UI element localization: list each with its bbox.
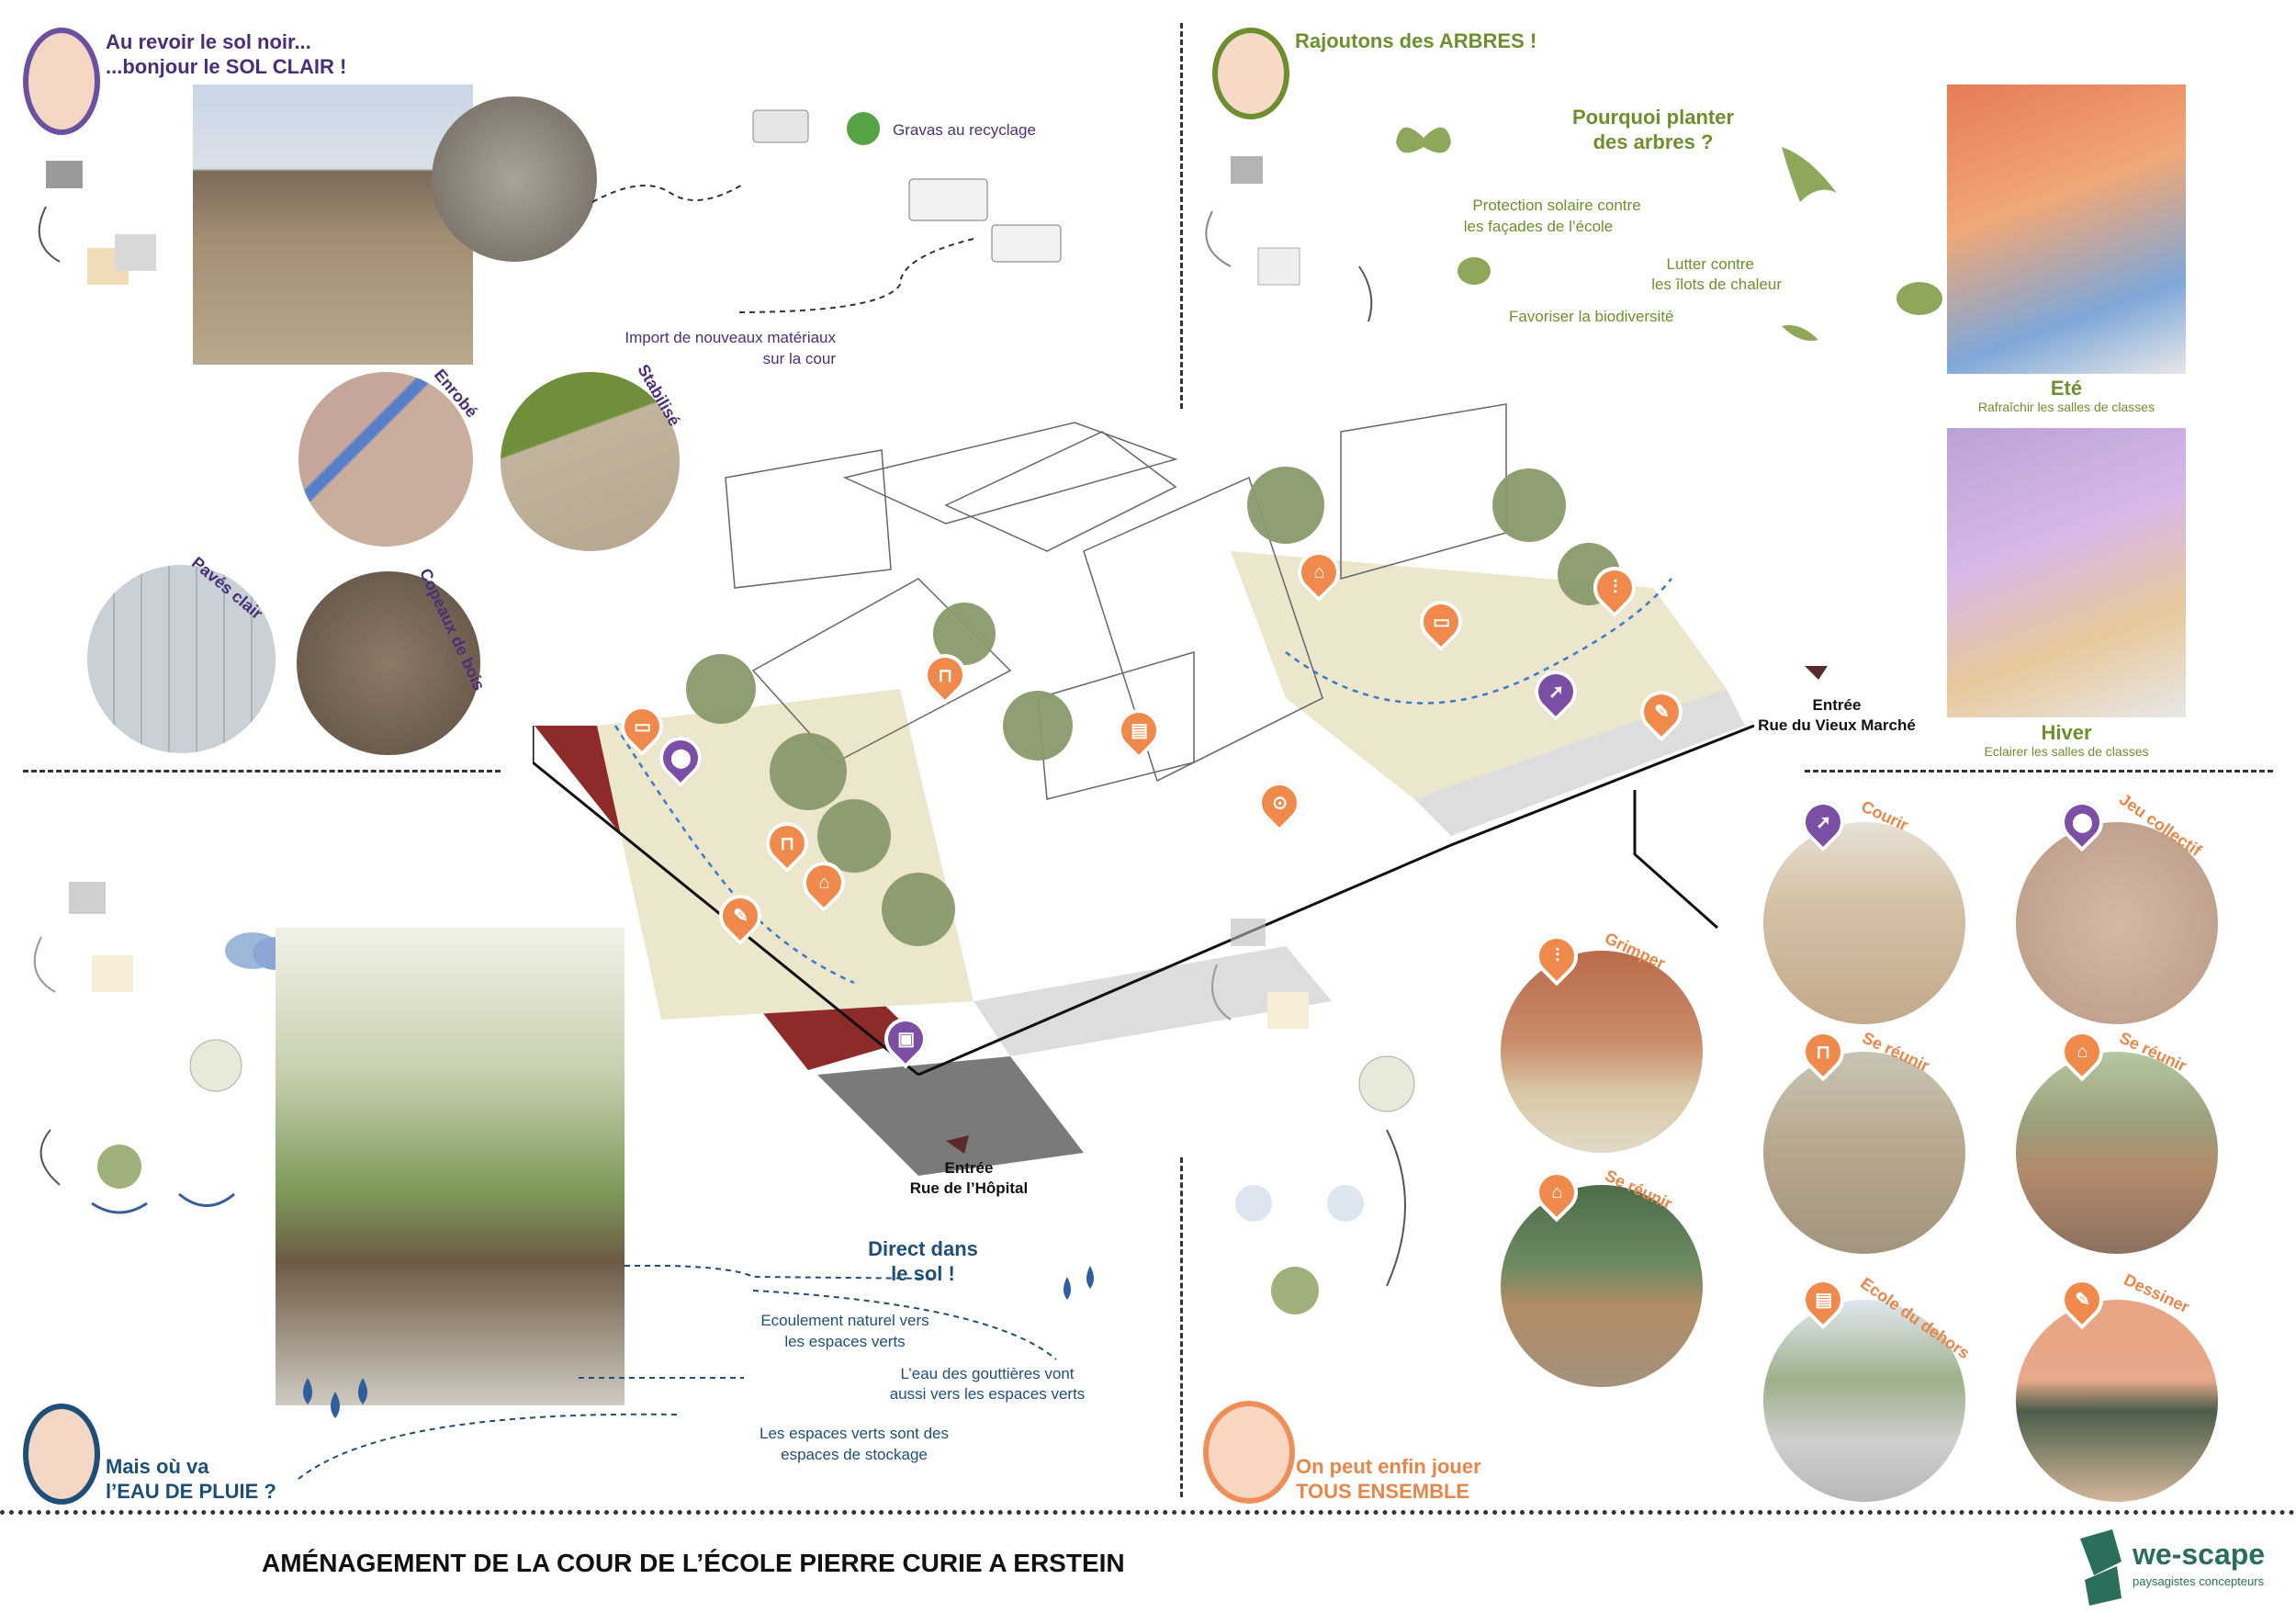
sol-clair-title-1: Au revoir le sol noir... (106, 30, 311, 53)
water-cycle-icons (33, 882, 242, 1214)
we-scape-logo-icon (2080, 1529, 2122, 1606)
summer-subtitle: Rafraîchir les salles de classes (1977, 400, 2155, 414)
material-copeaux (297, 571, 480, 755)
gutter-note-1: L’eau des gouttières vont (900, 1365, 1075, 1382)
activity-photo-ecole-dehors (1763, 1300, 1965, 1502)
direct-sol-2: le sol ! (891, 1262, 955, 1285)
activity-photo-courir (1763, 822, 1965, 1024)
direct-sol-1: Direct dans (868, 1237, 978, 1260)
entry-arrow-icon-2 (946, 1135, 969, 1154)
butterfly-icon (1396, 127, 1451, 153)
activity-photo-reunir-shade (2016, 1052, 2218, 1254)
flow-note-2: les espaces verts (784, 1333, 906, 1350)
storage-note-1: Les espaces verts sont des (759, 1425, 949, 1442)
entry-south-2: Rue de l’Hôpital (909, 1179, 1029, 1197)
demolition-site-photo (193, 85, 473, 365)
divider-left-middle (23, 770, 501, 773)
footer-separator (0, 1510, 2296, 1515)
divider-top-center (1180, 23, 1183, 409)
gutter-note-2: aussi vers les espaces verts (889, 1385, 1086, 1403)
material-paves (87, 565, 276, 753)
storage-note-2: espaces de stockage (781, 1446, 928, 1463)
eau-title-2: l’EAU DE PLUIE ? (106, 1480, 276, 1503)
reason-solar-1: Protection solaire contre (1472, 197, 1641, 214)
reason-solar-2: les façades de l’école (1463, 218, 1614, 235)
play-cycle-icons (1211, 919, 1415, 1314)
winter-diagram (1947, 428, 2186, 717)
rain-garden-section (276, 928, 625, 1405)
rubble-photo (432, 96, 597, 262)
reason-heat-2: les îlots de chaleur (1651, 276, 1782, 293)
rain-drops-left (303, 1378, 367, 1418)
why-trees-1: Pourquoi planter (1572, 106, 1734, 129)
rain-drop-icon-2 (1086, 1266, 1094, 1289)
activity-photo-jeu-collectif (2016, 822, 2218, 1024)
material-stabilise (501, 372, 680, 551)
girl-avatar (1212, 28, 1289, 119)
reason-biodiversity: Favoriser la biodiversité (1509, 308, 1674, 325)
jouer-title-1: On peut enfin jouer (1296, 1455, 1481, 1478)
snail-icon (1896, 282, 1942, 315)
jouer-title-2: TOUS ENSEMBLE (1296, 1480, 1470, 1503)
divider-right-middle (1805, 770, 2273, 773)
reason-heat-1: Lutter contre (1666, 255, 1754, 273)
import-note-2: sur la cour (762, 350, 836, 367)
entry-arrow-icon (1805, 666, 1828, 680)
entry-south-1: Entrée (944, 1159, 994, 1177)
divider-bottom-left (1180, 1157, 1183, 1497)
activity-photo-reunir (1501, 1185, 1703, 1387)
boy-avatar (23, 28, 100, 135)
why-trees-2: des arbres ? (1593, 130, 1714, 153)
activity-photo-reunir-tables (1763, 1052, 1965, 1254)
eau-title-1: Mais où va (106, 1455, 209, 1478)
winter-title: Hiver (2041, 721, 2092, 744)
bird-icon (1782, 147, 1837, 202)
fauna-icons (1205, 127, 1942, 341)
sol-clair-title-2: ...bonjour le SOL CLAIR ! (106, 55, 347, 78)
arbres-title: Rajoutons des ARBRES ! (1295, 29, 1537, 52)
page-footer: AMÉNAGEMENT DE LA COUR DE L’ÉCOLE PIERRE… (0, 1516, 2296, 1624)
rain-drop-icon (1064, 1277, 1071, 1300)
summer-title: Eté (2050, 377, 2083, 400)
boy-avatar-2 (23, 1404, 100, 1505)
hummingbird-icon (1782, 325, 1818, 341)
girl-avatar-2 (1203, 1401, 1295, 1504)
activity-photo-grimper (1501, 951, 1703, 1153)
brand-name: we-scape (2133, 1538, 2266, 1571)
entry-north-1: Entrée (1812, 696, 1862, 714)
demolition-icons (38, 161, 156, 285)
summer-diagram (1947, 85, 2186, 374)
recycle-label: Gravas au recyclage (893, 121, 1036, 139)
entry-north-2: Rue du Vieux Marché (1758, 716, 1916, 734)
squirrel-icon (1458, 257, 1491, 285)
footer-title: AMÉNAGEMENT DE LA COUR DE L’ÉCOLE PIERRE… (262, 1549, 1125, 1577)
brand-subtitle: paysagistes concepteurs (2133, 1574, 2265, 1588)
winter-subtitle: Eclairer les salles de classes (1984, 744, 2149, 759)
flow-note-1: Ecoulement naturel vers (760, 1312, 929, 1329)
import-note-1: Import de nouveaux matériaux (625, 329, 836, 346)
water-flow-arrows (298, 1265, 1094, 1480)
activity-photo-dessiner (2016, 1300, 2218, 1502)
material-enrobe (298, 372, 473, 547)
recycle-flow (591, 109, 1062, 313)
